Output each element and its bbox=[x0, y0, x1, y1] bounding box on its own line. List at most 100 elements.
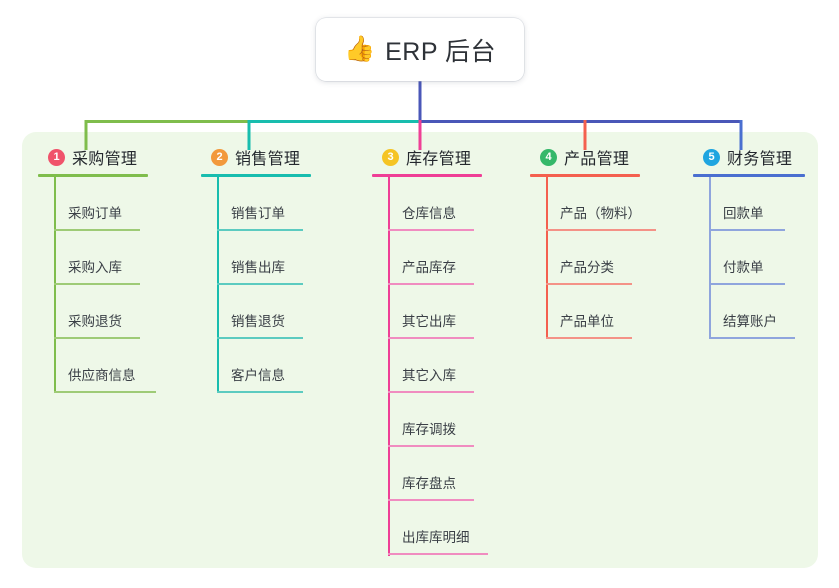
list-item[interactable]: 采购退货 bbox=[38, 285, 190, 339]
leaf-rule bbox=[54, 229, 140, 231]
leaf-rule bbox=[546, 337, 632, 339]
list-item[interactable]: 客户信息 bbox=[201, 339, 353, 393]
leaf-label: 付款单 bbox=[723, 260, 764, 275]
branch-leaves-2: 销售订单 销售出库 销售退货 客户信息 bbox=[201, 177, 353, 393]
root-node[interactable]: 👍 ERP 后台 bbox=[316, 18, 524, 81]
leaf-rule bbox=[709, 229, 785, 231]
branch-column-2: 2 销售管理 销售订单 销售出库 销售退货 客户信息 bbox=[201, 146, 353, 393]
leaf-label: 销售退货 bbox=[231, 314, 285, 329]
branch-title-4: 产品管理 bbox=[564, 151, 630, 168]
branch-header-4[interactable]: 4 产品管理 bbox=[530, 146, 690, 168]
branch-spine-3 bbox=[388, 177, 390, 556]
leaf-rule bbox=[388, 553, 488, 555]
leaf-label: 采购订单 bbox=[68, 206, 122, 221]
leaf-label: 回款单 bbox=[723, 206, 764, 221]
branch-rule-2 bbox=[201, 174, 311, 177]
branch-rule-4 bbox=[530, 174, 640, 177]
leaf-rule bbox=[54, 391, 156, 393]
leaf-rule bbox=[388, 283, 474, 285]
branch-badge-2: 2 bbox=[211, 148, 228, 166]
list-item[interactable]: 结算账户 bbox=[693, 285, 839, 339]
leaf-rule bbox=[388, 499, 474, 501]
branch-spine-5 bbox=[709, 177, 711, 339]
list-item[interactable]: 其它入库 bbox=[372, 339, 532, 393]
branch-spine-2 bbox=[217, 177, 219, 393]
leaf-rule bbox=[709, 283, 785, 285]
leaf-rule bbox=[217, 229, 303, 231]
branch-title-2: 销售管理 bbox=[235, 151, 301, 168]
leaf-label: 销售出库 bbox=[231, 260, 285, 275]
branch-header-3[interactable]: 3 库存管理 bbox=[372, 146, 532, 168]
list-item[interactable]: 供应商信息 bbox=[38, 339, 190, 393]
list-item[interactable]: 产品（物料） bbox=[530, 177, 690, 231]
leaf-label: 库存盘点 bbox=[402, 476, 456, 491]
list-item[interactable]: 出库库明细 bbox=[372, 501, 532, 555]
leaf-label: 产品分类 bbox=[560, 260, 614, 275]
leaf-label: 供应商信息 bbox=[68, 368, 136, 383]
branch-badge-5: 5 bbox=[703, 148, 720, 166]
branch-header-2[interactable]: 2 销售管理 bbox=[201, 146, 353, 168]
branch-leaves-1: 采购订单 采购入库 采购退货 供应商信息 bbox=[38, 177, 190, 393]
leaf-label: 出库库明细 bbox=[402, 530, 470, 545]
leaf-rule bbox=[388, 337, 474, 339]
leaf-rule bbox=[388, 391, 474, 393]
leaf-rule bbox=[217, 283, 303, 285]
list-item[interactable]: 产品库存 bbox=[372, 231, 532, 285]
list-item[interactable]: 付款单 bbox=[693, 231, 839, 285]
list-item[interactable]: 其它出库 bbox=[372, 285, 532, 339]
list-item[interactable]: 采购订单 bbox=[38, 177, 190, 231]
leaf-label: 其它出库 bbox=[402, 314, 456, 329]
list-item[interactable]: 库存盘点 bbox=[372, 447, 532, 501]
root-title: ERP 后台 bbox=[385, 37, 497, 66]
list-item[interactable]: 产品单位 bbox=[530, 285, 690, 339]
branch-title-1: 采购管理 bbox=[72, 151, 138, 168]
leaf-label: 其它入库 bbox=[402, 368, 456, 383]
leaf-rule bbox=[54, 283, 140, 285]
branch-spine-1 bbox=[54, 177, 56, 393]
leaf-label: 采购退货 bbox=[68, 314, 122, 329]
branch-badge-1: 1 bbox=[48, 148, 65, 166]
leaf-rule bbox=[709, 337, 795, 339]
branch-column-5: 5 财务管理 回款单 付款单 结算账户 bbox=[693, 146, 839, 339]
leaf-label: 库存调拨 bbox=[402, 422, 456, 437]
leaf-rule bbox=[217, 391, 303, 393]
leaf-label: 产品单位 bbox=[560, 314, 614, 329]
list-item[interactable]: 库存调拨 bbox=[372, 393, 532, 447]
list-item[interactable]: 产品分类 bbox=[530, 231, 690, 285]
leaf-rule bbox=[546, 283, 632, 285]
list-item[interactable]: 回款单 bbox=[693, 177, 839, 231]
branch-badge-4: 4 bbox=[540, 148, 557, 166]
leaf-rule bbox=[388, 229, 474, 231]
leaf-label: 采购入库 bbox=[68, 260, 122, 275]
branch-rule-3 bbox=[372, 174, 482, 177]
branch-leaves-5: 回款单 付款单 结算账户 bbox=[693, 177, 839, 339]
leaf-rule bbox=[54, 337, 140, 339]
list-item[interactable]: 销售订单 bbox=[201, 177, 353, 231]
thumbs-up-icon: 👍 bbox=[343, 35, 376, 63]
list-item[interactable]: 销售出库 bbox=[201, 231, 353, 285]
list-item[interactable]: 采购入库 bbox=[38, 231, 190, 285]
leaf-label: 仓库信息 bbox=[402, 206, 456, 221]
leaf-label: 结算账户 bbox=[723, 314, 777, 329]
branch-leaves-3: 仓库信息 产品库存 其它出库 其它入库 库存调拨 库存盘点 bbox=[372, 177, 532, 556]
branch-spine-4 bbox=[546, 177, 548, 339]
leaf-rule bbox=[388, 445, 474, 447]
branch-column-1: 1 采购管理 采购订单 采购入库 采购退货 供应商信息 bbox=[38, 146, 190, 393]
branch-rule-1 bbox=[38, 174, 148, 177]
leaf-rule bbox=[546, 229, 656, 231]
leaf-label: 销售订单 bbox=[231, 206, 285, 221]
list-item[interactable]: 销售退货 bbox=[201, 285, 353, 339]
branch-title-5: 财务管理 bbox=[727, 151, 793, 168]
leaf-label: 产品（物料） bbox=[560, 206, 641, 221]
leaf-label: 产品库存 bbox=[402, 260, 456, 275]
branches-panel bbox=[22, 132, 818, 568]
leaf-label: 客户信息 bbox=[231, 368, 285, 383]
branch-header-1[interactable]: 1 采购管理 bbox=[38, 146, 190, 168]
list-item[interactable]: 仓库信息 bbox=[372, 177, 532, 231]
branch-column-4: 4 产品管理 产品（物料） 产品分类 产品单位 bbox=[530, 146, 690, 339]
branch-title-3: 库存管理 bbox=[406, 151, 472, 168]
leaf-rule bbox=[217, 337, 303, 339]
branch-column-3: 3 库存管理 仓库信息 产品库存 其它出库 其它入库 库存调拨 bbox=[372, 146, 532, 556]
branch-header-5[interactable]: 5 财务管理 bbox=[693, 146, 839, 168]
